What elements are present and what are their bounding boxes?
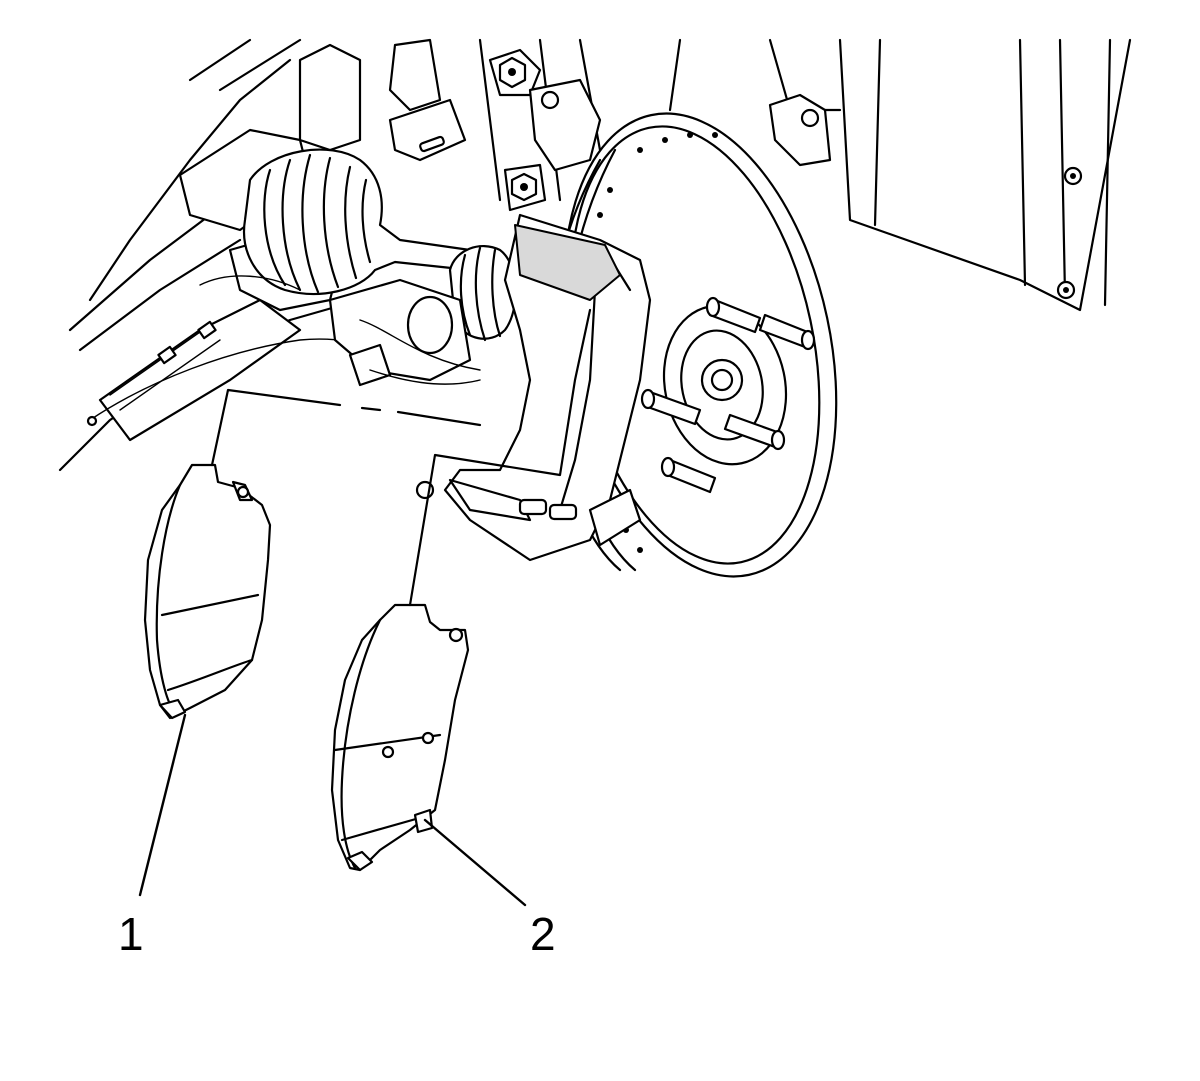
wheel-stud [705,296,762,334]
knuckle-and-wiring [199,275,481,387]
strut-assembly [478,38,682,212]
outer-brake-pad [330,603,470,872]
wheel-stud [640,388,702,426]
fender-panel [768,38,1132,312]
inner-brake-pad [143,463,272,720]
callout-1-label: 1 [118,908,144,960]
callout-1-leader [138,713,187,897]
installation-guide-lines [210,308,592,607]
wheel-studs [640,296,816,494]
wheel-stud [758,313,816,351]
callout-2-label: 2 [530,908,556,960]
callout-2-leader [423,818,527,907]
caliper-bracket [415,213,652,562]
wheel-stud [660,456,717,494]
drive-axle [242,38,517,342]
wheel-stud [723,413,786,451]
